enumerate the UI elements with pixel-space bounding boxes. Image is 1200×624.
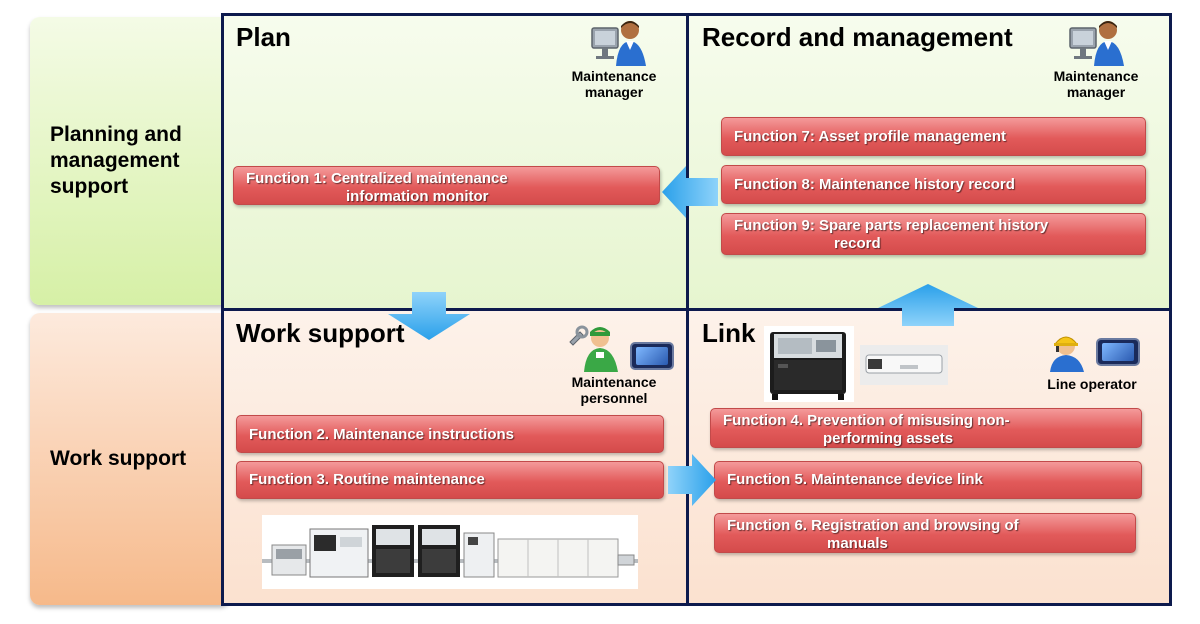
link-title: Link [702,318,756,348]
work-role-label: Maintenance personnel [556,374,672,406]
side-label-work-support: Work support [30,313,230,605]
function-4-line-2: performing assets [823,430,954,447]
record-role-label: Maintenance manager [1040,68,1152,100]
function-5-line-1: Function 5. Maintenance device link [727,471,983,488]
function-1-line-1: Function 1: Centralized maintenance [246,170,508,187]
function-7-line-1: Function 7: Asset profile management [734,128,1006,145]
function-7-box: Function 7: Asset profile management [721,117,1146,156]
person-at-computer-icon [1069,21,1124,66]
function-4-line-1: Function 4. Prevention of misusing non- [723,412,1010,429]
function-5-box: Function 5. Maintenance device link [714,461,1142,499]
smt-production-line-image [262,515,638,589]
arrow-right-work-to-link [668,454,716,506]
function-9-line-1: Function 9: Spare parts replacement hist… [734,217,1049,234]
function-4-box: Function 4. Prevention of misusing non- … [710,408,1142,448]
tablet-icon [1096,338,1140,366]
operator-with-hardhat-icon [1050,336,1084,372]
arrow-down-plan-to-work [388,292,470,340]
link-role-line-1: Line operator [1047,376,1137,392]
tablet-icon [630,342,674,370]
function-6-box: Function 6. Registration and browsing of… [714,513,1136,553]
function-1-line-2: information monitor [346,188,489,205]
side-label-planning: Planning and management support [30,17,230,305]
record-role-line-2: manager [1066,84,1126,100]
horizontal-divider [221,308,1172,311]
function-2-line-1: Function 2. Maintenance instructions [249,426,515,443]
function-9-line-2: record [834,235,881,252]
arrow-up-link-to-record [878,284,978,326]
maintenance-device-image [764,326,854,402]
function-3-line-1: Function 3. Routine maintenance [249,471,485,488]
quadrant-plan [221,13,688,310]
function-6-line-2: manuals [827,535,888,552]
arrow-left-record-to-plan [662,166,718,218]
function-6-line-1: Function 6. Registration and browsing of [727,517,1019,534]
person-at-computer-icon [591,21,646,66]
plan-role-line-2: manager [584,84,644,100]
work-role-line-2: personnel [580,390,648,406]
function-8-line-1: Function 8: Maintenance history record [734,176,1015,193]
function-9-box: Function 9: Spare parts replacement hist… [721,213,1146,255]
function-3-box: Function 3. Routine maintenance [236,461,664,499]
side-label-planning-text: Planning and management support [50,123,182,198]
link-role-label: Line operator [1036,376,1148,392]
plan-role-line-1: Maintenance [571,68,657,84]
side-label-work-text: Work support [50,447,187,470]
work-title: Work support [236,318,405,348]
plan-title: Plan [236,22,291,52]
mechanic-with-wrench-icon [569,325,618,372]
work-role-line-1: Maintenance [571,374,657,390]
record-title: Record and management [702,22,1013,52]
record-role-line-1: Maintenance [1053,68,1139,84]
quadrant-record [688,13,1172,310]
function-8-box: Function 8: Maintenance history record [721,165,1146,204]
handheld-scanner-image [860,345,948,385]
plan-role-label: Maintenance manager [556,68,672,100]
function-2-box: Function 2. Maintenance instructions [236,415,664,453]
function-1-box: Function 1: Centralized maintenance info… [233,166,660,205]
